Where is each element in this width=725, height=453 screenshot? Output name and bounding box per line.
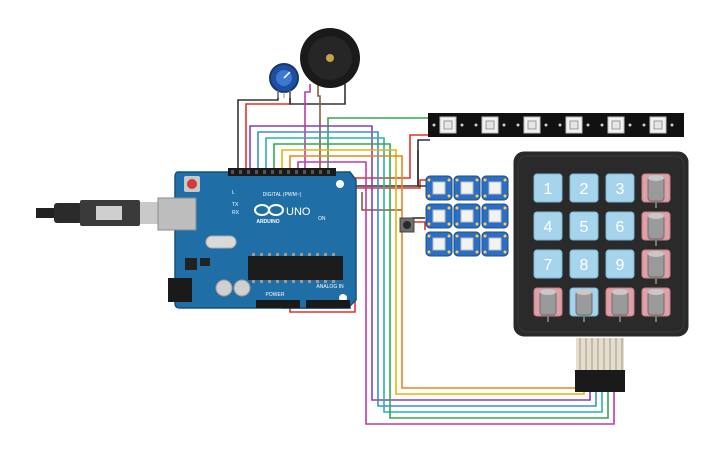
crystal-oscillator	[205, 235, 237, 249]
wire-modules-gnd	[417, 150, 428, 187]
brand-label: ARDUINO	[256, 219, 279, 225]
arduino-uno-board[interactable]: DIGITAL (PWM~) L TX RX ON ARDUINO UNO	[157, 168, 357, 309]
wire-keypad-1	[249, 125, 591, 401]
keypad-key[interactable]: 3	[605, 173, 635, 203]
power-jack	[168, 278, 192, 302]
buzzer-hole	[326, 54, 334, 62]
strip-pixel	[642, 116, 674, 134]
mounting-hole	[336, 180, 344, 188]
keypad-key[interactable]: 5	[569, 211, 599, 241]
keypad-ribbon	[576, 338, 624, 370]
usb-cable-end	[36, 208, 56, 218]
strip-pixel	[516, 116, 548, 134]
reset-button[interactable]	[187, 179, 197, 189]
chip-pins	[252, 253, 335, 283]
capacitor	[215, 279, 233, 297]
wire-pot-2	[245, 84, 291, 170]
push-button-cap[interactable]	[403, 221, 411, 229]
usb-cable	[36, 200, 160, 226]
wire-keypad-4	[273, 143, 609, 419]
infinity-icon	[268, 204, 284, 216]
digital-header-pins	[231, 170, 330, 174]
microcontroller-chip	[248, 256, 343, 280]
wire-buzzer-2	[317, 84, 321, 170]
keypad-key[interactable]: 7	[533, 249, 563, 279]
neopixel-module	[425, 203, 453, 229]
keypad-key-label: 4	[544, 219, 553, 236]
neopixel-module	[453, 203, 481, 229]
rx-label: RX	[232, 210, 240, 216]
keypad-key[interactable]	[641, 249, 671, 284]
keypad-key[interactable]	[641, 173, 671, 208]
voltage-regulator	[185, 258, 197, 270]
usb-metal-shell	[140, 202, 160, 224]
keypad-key[interactable]	[641, 287, 671, 322]
keypad-key[interactable]	[569, 287, 599, 322]
neopixel-module	[425, 231, 453, 257]
strip-body	[428, 113, 684, 137]
neopixel-module	[453, 175, 481, 201]
wire-keypad-7	[297, 161, 615, 425]
keypad-key[interactable]	[641, 211, 671, 246]
keypad-key-label: 6	[616, 219, 625, 236]
power-header[interactable]	[256, 300, 300, 308]
neopixel-module	[481, 231, 509, 257]
keypad-key[interactable]: 1	[533, 173, 563, 203]
strip-pixel	[432, 116, 464, 134]
keypad-key[interactable]: 8	[569, 249, 599, 279]
wire-buzzer-sig	[304, 84, 311, 170]
strip-pixel	[474, 116, 506, 134]
neopixel-module	[425, 175, 453, 201]
neopixel-strip[interactable]	[428, 113, 684, 137]
keypad-connector[interactable]	[575, 370, 625, 392]
usb-jack	[157, 197, 197, 231]
keypad-key-label: 8	[580, 257, 589, 274]
keypad-key[interactable]	[605, 287, 635, 322]
l-led-label: L	[232, 190, 235, 196]
analog-label: ANALOG IN	[316, 284, 344, 290]
small-chip	[200, 258, 210, 266]
analog-header[interactable]	[306, 300, 350, 308]
neopixel-modules[interactable]	[425, 175, 509, 257]
wire-button-1	[361, 192, 402, 211]
capacitor	[233, 279, 251, 297]
keypad-key[interactable]: 2	[569, 173, 599, 203]
neopixel-module	[481, 175, 509, 201]
tx-label: TX	[232, 202, 239, 208]
strip-pixel	[558, 116, 590, 134]
wire-button-2	[412, 221, 426, 230]
potentiometer-indicator	[283, 71, 291, 79]
keypad-border	[517, 155, 685, 333]
wires	[237, 84, 615, 425]
neopixel-module	[453, 231, 481, 257]
piezo-buzzer[interactable]	[300, 28, 360, 88]
digital-label: DIGITAL (PWM~)	[263, 192, 302, 198]
usb-logo-plate	[96, 206, 122, 220]
keypad-key-label: 3	[616, 181, 625, 198]
keypad-4x4[interactable]: 1 2 3 4 5 6 7 8 9	[510, 148, 692, 392]
keypad-key[interactable]: 4	[533, 211, 563, 241]
strip-pixels	[432, 116, 674, 134]
keypad-keys: 1 2 3 4 5 6 7 8 9	[533, 173, 671, 322]
wire-keypad-3	[265, 137, 603, 413]
keypad-key[interactable]: 6	[605, 211, 635, 241]
neopixel-module	[481, 203, 509, 229]
keypad-key-label: 1	[544, 181, 553, 198]
potentiometer[interactable]	[269, 63, 299, 98]
model-label: UNO	[286, 206, 311, 218]
usb-strain-relief	[54, 203, 82, 223]
strip-pixel	[600, 116, 632, 134]
keypad-key-label: 9	[616, 257, 625, 274]
keypad-key[interactable]: 9	[605, 249, 635, 279]
keypad-key-label: 7	[544, 257, 553, 274]
keypad-key-label: 5	[580, 219, 589, 236]
arduino-logo	[254, 204, 284, 216]
keypad-key-label: 2	[580, 181, 589, 198]
wire-keypad-2	[257, 131, 597, 407]
push-button[interactable]	[399, 217, 415, 233]
power-label: POWER	[266, 292, 285, 298]
keypad-key[interactable]	[533, 287, 563, 322]
on-led-label: ON	[318, 216, 326, 222]
